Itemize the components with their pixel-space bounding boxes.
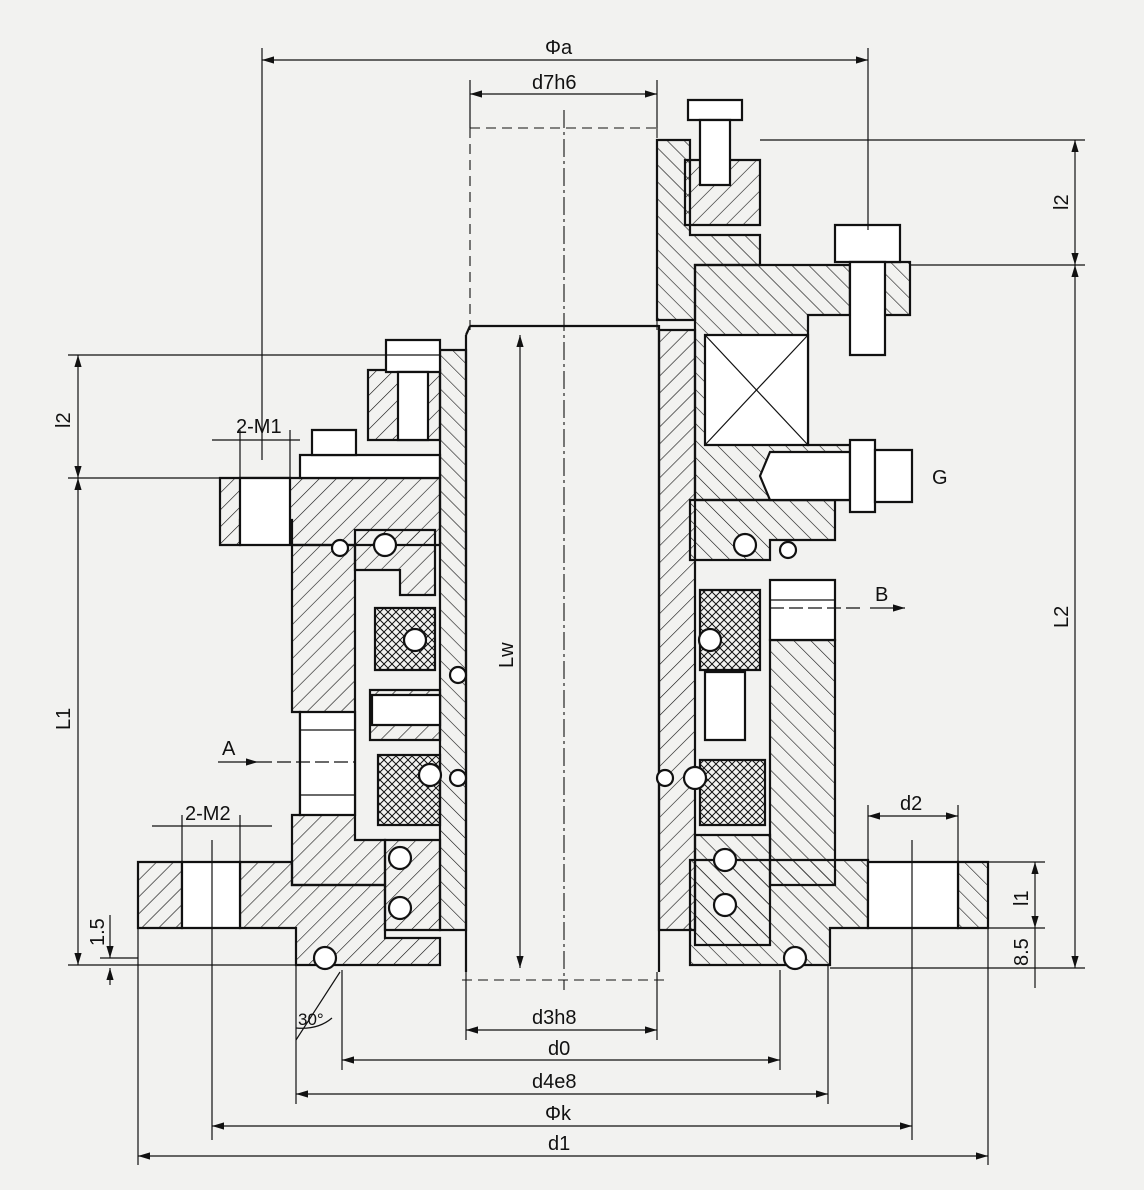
port-a-label: A (222, 738, 236, 760)
label-2-m2: 2-M2 (185, 803, 231, 825)
shaft (462, 110, 665, 990)
left-housing (136, 338, 468, 1140)
label-d0: d0 (548, 1038, 570, 1060)
label-1-5: 1.5 (87, 918, 109, 946)
label-d4e8: d4e8 (532, 1071, 577, 1093)
label-L2: L2 (1051, 606, 1073, 628)
label-phi-k: Φk (545, 1103, 572, 1125)
dimension-lines (68, 48, 1085, 1165)
port-labels: A B G (222, 467, 948, 760)
label-d3h8: d3h8 (532, 1007, 577, 1029)
label-phi-a: Φa (545, 37, 573, 59)
label-l2-right: l2 (1051, 194, 1073, 210)
label-2-m1: 2-M1 (236, 416, 282, 438)
label-d2: d2 (900, 793, 922, 815)
right-housing (655, 98, 990, 1140)
label-l2-left: l2 (53, 412, 75, 428)
label-d1: d1 (548, 1133, 570, 1155)
port-g-label: G (932, 467, 948, 489)
label-L1: L1 (53, 708, 75, 730)
label-8-5: 8.5 (1011, 938, 1033, 966)
label-30-deg: 30° (298, 1010, 324, 1029)
label-l1: l1 (1011, 890, 1033, 906)
dimension-labels: Φa d7h6 l2 L2 l1 8.5 l2 L1 1.5 Lw 2-M1 2… (53, 37, 1073, 1155)
port-b-label: B (875, 584, 888, 606)
label-Lw: Lw (496, 642, 518, 668)
label-d7h6: d7h6 (532, 72, 577, 94)
